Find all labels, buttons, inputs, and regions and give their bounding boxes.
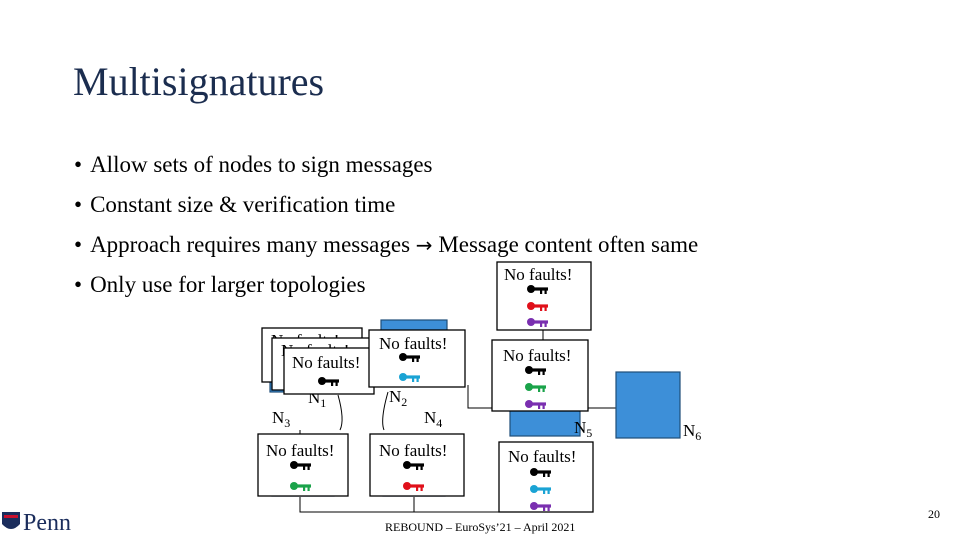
- bullet-text: Approach requires many messages: [90, 232, 416, 257]
- svg-text:Penn: Penn: [23, 510, 71, 536]
- bullet-item: • Constant size & verification time: [74, 185, 698, 225]
- bullet-text: Allow sets of nodes to sign messages: [90, 152, 433, 177]
- fault-card: No faults!: [369, 433, 465, 497]
- bullet-text: Only use for larger topologies: [90, 272, 366, 297]
- bullet-list: • Allow sets of nodes to sign messages • C…: [74, 145, 698, 305]
- bullet-dot: •: [74, 272, 83, 297]
- svg-text:No faults!: No faults!: [266, 441, 334, 460]
- svg-text:No faults!: No faults!: [292, 353, 360, 372]
- svg-text:No faults!: No faults!: [508, 447, 576, 466]
- bullet-item: • Only use for larger topologies: [74, 265, 698, 305]
- svg-text:No faults!: No faults!: [503, 346, 571, 365]
- node-label-n4: N4: [424, 408, 442, 430]
- svg-text:No faults!: No faults!: [504, 265, 572, 284]
- penn-logo: Penn: [2, 510, 71, 536]
- arrow-icon: →: [415, 233, 433, 257]
- page-number: 20: [928, 507, 940, 521]
- node-label-n5: N5: [574, 418, 592, 440]
- node-label-n3: N3: [272, 408, 290, 430]
- bullet-item: • Allow sets of nodes to sign messages: [74, 145, 698, 185]
- svg-text:No faults!: No faults!: [379, 334, 447, 353]
- bullet-dot: •: [74, 192, 83, 217]
- bullet-item: • Approach requires many messages → Messa…: [74, 225, 698, 265]
- footer-text: REBOUND – EuroSys’21 – April 2021: [385, 520, 576, 534]
- bullet-dot: •: [74, 232, 83, 257]
- svg-text:No faults!: No faults!: [379, 441, 447, 460]
- node-n6: [615, 371, 681, 439]
- fault-card: No faults!: [283, 347, 375, 395]
- fault-card: No faults!: [491, 339, 589, 412]
- fault-card: No faults!: [368, 329, 466, 388]
- fault-card: No faults!: [496, 261, 592, 331]
- fault-card: No faults!: [498, 441, 594, 513]
- node-label-n2: N2: [389, 387, 407, 409]
- bullet-dot: •: [74, 152, 83, 177]
- node-label-n6: N6: [683, 421, 701, 443]
- bullet-text: Message content often same: [432, 232, 699, 257]
- fault-card: No faults!: [257, 433, 349, 497]
- bullet-text: Constant size & verification time: [90, 192, 396, 217]
- slide-title: Multisignatures: [73, 59, 325, 104]
